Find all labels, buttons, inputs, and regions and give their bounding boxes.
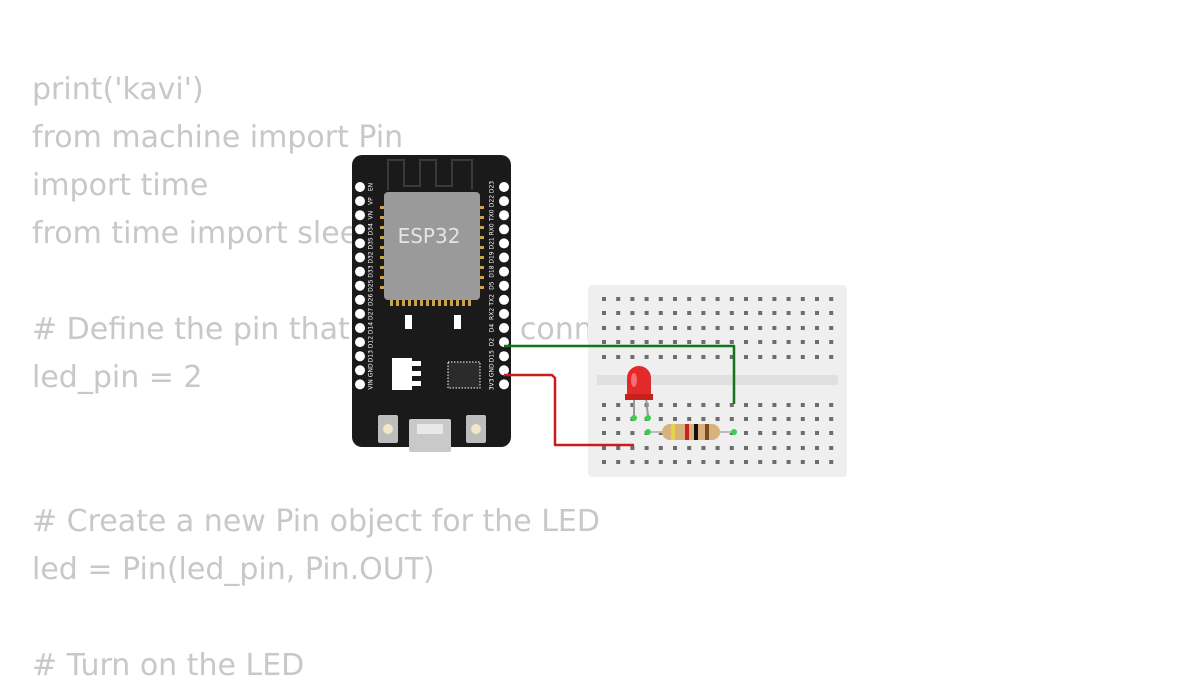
pin-label: D32 [368, 251, 375, 263]
header-pin[interactable] [355, 266, 365, 277]
header-pin[interactable] [355, 379, 365, 390]
header-pin[interactable] [499, 337, 509, 348]
header-pin[interactable] [355, 351, 365, 362]
pin-label: D14 [368, 322, 375, 334]
code-line: # Create a new Pin object for the LED [32, 504, 600, 539]
esp32-board[interactable]: ESP32 ENVPVND34D35D32D33D25D26D27D14D12D… [352, 155, 511, 452]
code-line: from time import sleep [32, 216, 378, 251]
smd-component [454, 315, 461, 329]
red-wire [504, 373, 634, 447]
code-line: print('kavi') [32, 72, 204, 107]
header-pin[interactable] [355, 252, 365, 263]
header-pin[interactable] [355, 196, 365, 207]
header-pin[interactable] [355, 294, 365, 305]
header-pin[interactable] [499, 210, 509, 221]
circuit-diagram: ESP32 ENVPVND34D35D32D33D25D26D27D14D12D… [352, 155, 847, 477]
wires [504, 344, 736, 447]
code-line: from machine import Pin [32, 120, 404, 155]
header-pin[interactable] [355, 365, 365, 376]
header-pin[interactable] [355, 224, 365, 235]
code-line: led = Pin(led_pin, Pin.OUT) [32, 552, 435, 587]
pin-label: TX2 [489, 294, 496, 307]
breadboard-holes [602, 297, 834, 464]
connection-markers [631, 415, 737, 435]
pin-label: D19 [489, 251, 496, 263]
pin-label: RX2 [489, 308, 496, 320]
pin-label: D13 [368, 350, 375, 362]
header-pin[interactable] [499, 280, 509, 291]
pin-label: D15 [489, 350, 496, 362]
pin-label: D5 [489, 281, 496, 290]
header-pin[interactable] [355, 337, 365, 348]
pin-label: GND [368, 363, 375, 377]
boot-button[interactable] [378, 415, 398, 443]
usb-chip [447, 361, 481, 389]
pin-label: D34 [368, 223, 375, 235]
header-pin[interactable] [499, 379, 509, 390]
header-pin[interactable] [355, 182, 365, 192]
pin-label: RX0 [489, 223, 496, 235]
pin-label: D23 [489, 181, 496, 193]
header-pin[interactable] [355, 308, 365, 319]
header-pin[interactable] [499, 323, 509, 333]
antenna-trace [387, 159, 473, 190]
breadboard[interactable] [588, 285, 847, 477]
pin-label: VP [368, 197, 375, 205]
pin-label: EN [368, 183, 375, 191]
module-pads [380, 206, 484, 306]
header-pin[interactable] [355, 210, 365, 221]
header-pin[interactable] [499, 196, 509, 207]
pin-label: 3V3 [489, 378, 496, 390]
micro-usb-port [409, 419, 451, 452]
smd-component [405, 315, 412, 329]
header-pin[interactable] [499, 238, 509, 249]
pin-label: D33 [368, 265, 375, 277]
right-header-pins: D23D22TX0RX0D21D19D18D5TX2RX2D4D2D15GND3… [489, 181, 509, 390]
header-pin[interactable] [499, 351, 509, 362]
code-line: led_pin = 2 [32, 360, 203, 395]
red-led[interactable] [625, 366, 653, 417]
voltage-regulator [392, 358, 421, 390]
header-pin[interactable] [499, 294, 509, 305]
pin-label: D25 [368, 279, 375, 291]
header-pin[interactable] [499, 365, 509, 376]
header-pin[interactable] [355, 323, 365, 333]
header-pin[interactable] [499, 266, 509, 277]
pin-label: D26 [368, 293, 375, 305]
pin-label: VN [368, 211, 375, 220]
code-line: # Turn on the LED [32, 648, 305, 683]
resistor[interactable] [648, 424, 734, 440]
board-name: ESP32 [398, 224, 461, 248]
header-pin[interactable] [355, 238, 365, 249]
esp32-module [384, 192, 480, 300]
pin-label: D4 [489, 324, 496, 333]
pin-label: VIN [368, 379, 375, 389]
pin-label: D21 [489, 237, 496, 249]
header-pin[interactable] [499, 308, 509, 319]
pin-label: D2 [489, 338, 496, 347]
header-pin[interactable] [499, 224, 509, 235]
pin-label: D27 [368, 308, 375, 320]
pin-label: D22 [489, 195, 496, 207]
header-pin[interactable] [499, 182, 509, 192]
pin-label: D35 [368, 237, 375, 249]
en-button[interactable] [466, 415, 486, 443]
pin-label: GND [489, 363, 496, 377]
pin-label: D18 [489, 265, 496, 277]
breadboard-center-channel [597, 375, 838, 385]
pin-label: D12 [368, 336, 375, 348]
code-line: import time [32, 168, 209, 203]
pin-label: TX0 [489, 209, 496, 222]
header-pin[interactable] [355, 280, 365, 291]
header-pin[interactable] [499, 252, 509, 263]
green-wire [504, 344, 736, 404]
